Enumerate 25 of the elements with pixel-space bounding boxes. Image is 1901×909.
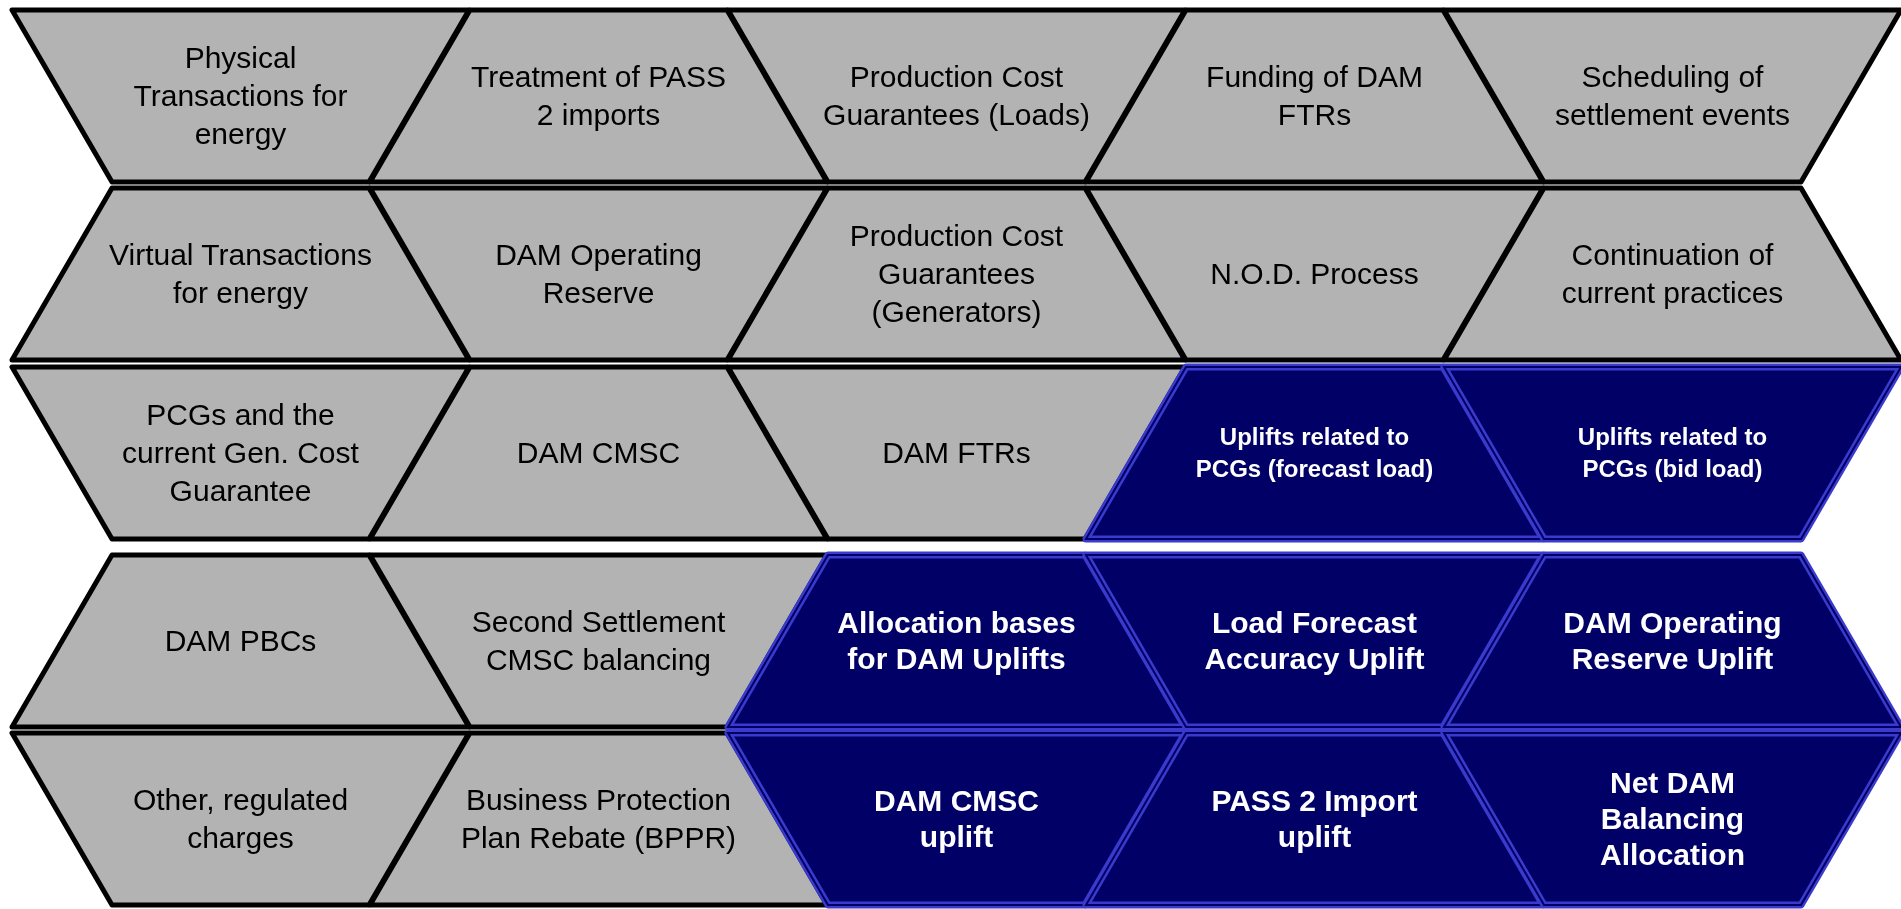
cell-label: Scheduling of settlement events	[1553, 59, 1792, 133]
cell-label: Net DAM Balancing Allocation	[1599, 765, 1746, 873]
cell-label: Production Cost Guarantees (Loads)	[822, 59, 1091, 133]
cell-label: N.O.D. Process	[1209, 256, 1420, 292]
cell-label: DAM FTRs	[881, 435, 1032, 471]
cell-label: Business Protection Plan Rebate (BPPR)	[459, 782, 738, 856]
cell-label: Other, regulated charges	[131, 782, 350, 856]
cell-label: Allocation bases for DAM Uplifts	[836, 605, 1077, 677]
cell-label: Production Cost Guarantees (Generators)	[848, 218, 1065, 330]
cell-label: Continuation of current practices	[1560, 237, 1785, 311]
cell-label: DAM CMSC	[515, 435, 682, 471]
cell-label: Physical Transactions for energy	[132, 40, 349, 152]
cell-label: DAM Operating Reserve	[494, 237, 703, 311]
cell-label: Load Forecast Accuracy Uplift	[1203, 605, 1426, 677]
cell-label: Second Settlement CMSC balancing	[470, 604, 727, 678]
cell-label: Uplifts related to PCGs (forecast load)	[1194, 422, 1435, 484]
cell-label: Uplifts related to PCGs (bid load)	[1576, 422, 1769, 484]
cell-label: PASS 2 Import uplift	[1210, 783, 1419, 855]
cell-label: PCGs and the current Gen. Cost Guarantee	[121, 397, 360, 509]
cell-label: Funding of DAM FTRs	[1205, 59, 1424, 133]
cell-label: Virtual Transactions for energy	[108, 237, 373, 311]
cell-label: DAM PBCs	[163, 623, 318, 659]
cell-label: DAM Operating Reserve Uplift	[1562, 605, 1783, 677]
cell-label: DAM CMSC uplift	[873, 783, 1040, 855]
cell-label: Treatment of PASS 2 imports	[469, 59, 728, 133]
